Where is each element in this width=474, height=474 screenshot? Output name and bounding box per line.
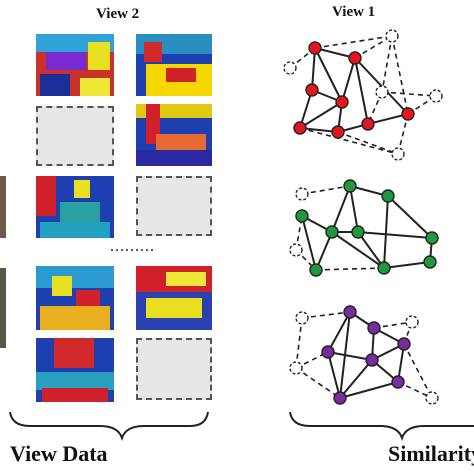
graph-middle-nodes	[289, 179, 439, 277]
similarity-label: Similarity	[388, 441, 474, 466]
brace-right	[289, 411, 474, 442]
segmentation-image-bedroom-2	[36, 338, 114, 402]
segmentation-image-livingroom	[136, 34, 212, 96]
segmentation-image-office	[36, 266, 114, 330]
missing-view-placeholder	[36, 106, 114, 166]
segmentation-image-room-blue	[36, 176, 114, 238]
view-data-label: View Data	[10, 441, 108, 466]
missing-view-placeholder	[136, 338, 212, 400]
cropped-image-strip-1	[0, 176, 6, 238]
missing-view-placeholder	[136, 176, 212, 236]
view2-title: View 2	[96, 6, 140, 22]
ellipsis: .........	[110, 238, 155, 255]
similarity-graph-middle-dashed	[295, 185, 385, 271]
brace-left	[9, 411, 209, 442]
segmentation-image-lounge	[136, 266, 212, 330]
graph-top-nodes	[283, 29, 443, 161]
graph-bottom-nodes	[289, 305, 439, 405]
segmentation-image-dining	[136, 104, 212, 166]
view1-title: View 1	[332, 4, 376, 20]
similarity-graph-middle	[301, 185, 433, 271]
cropped-image-strip-2	[0, 268, 6, 348]
segmentation-image-bedroom	[36, 34, 114, 96]
